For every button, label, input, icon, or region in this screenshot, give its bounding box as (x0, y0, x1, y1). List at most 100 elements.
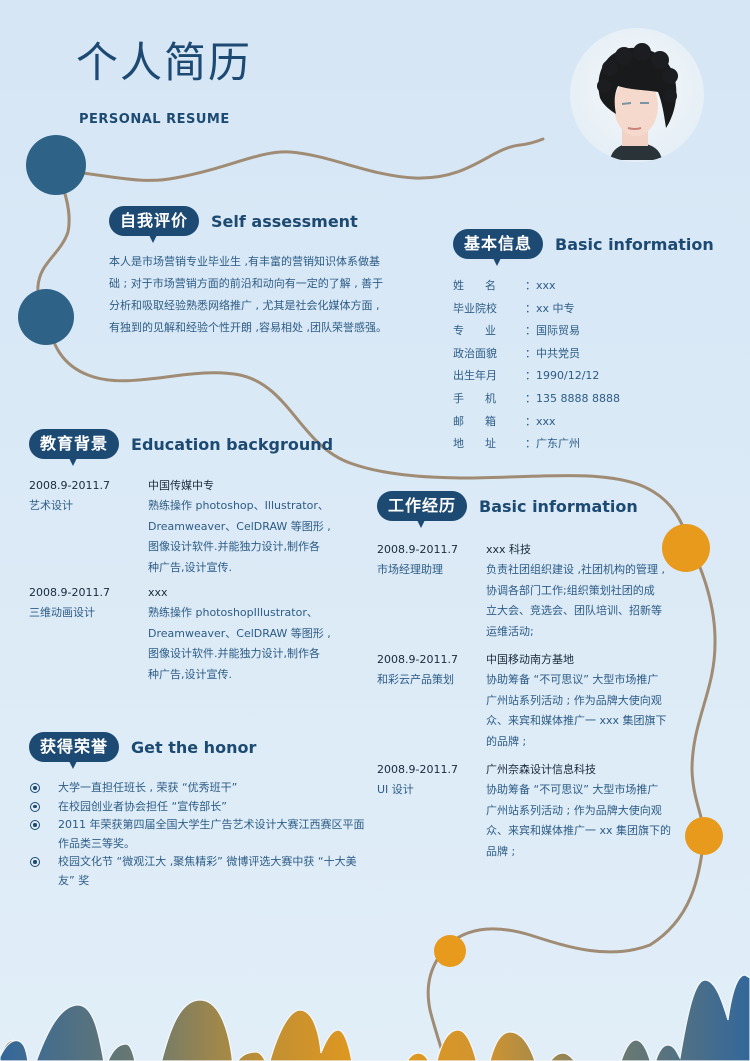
entry-desc: 协助筹备 “不可思议” 大型市场推广 广州站系列活动 ; 作为品牌大使向观 众、… (486, 670, 686, 752)
info-label: 出生年月 (453, 369, 497, 383)
info-value: 1990/12/12 (536, 369, 600, 383)
info-row-phone: 手 机：135 8888 8888 (453, 388, 620, 411)
target-bullet-icon (30, 820, 40, 830)
desc-line: 众、来宾和媒体推广一 xx 集团旗下的 (486, 824, 672, 837)
entry-role: 市场经理助理 (377, 563, 443, 576)
work-entry: 2008.9-2011.7 市场经理助理 xxx 科技 负责社团组织建设 ,社团… (377, 540, 697, 645)
entry-org: 中国传媒中专 (148, 479, 214, 492)
avatar (570, 28, 704, 162)
entry-org: xxx 科技 (486, 543, 532, 556)
desc-line: 广州站系列活动 ; 作为品牌大使向观 (486, 693, 662, 707)
info-row-major: 专 业：国际贸易 (453, 320, 620, 343)
desc-line: 品牌 ; (486, 844, 516, 858)
self-assessment-line: 础 ; 对于市场营销方面的前沿和动向有一定的了解 , 善于 (109, 277, 384, 290)
info-value: 广东广州 (536, 437, 580, 451)
honor-text: 在校园创业者协会担任 “宣传部长” (58, 799, 227, 813)
desc-line: 种广告,设计宣传. (148, 560, 232, 574)
entry-date: 2008.9-2011.7 (29, 586, 110, 599)
entry-desc: 负责社团组织建设 ,社团机构的管理 , 协调各部门工作;组织策划社团的成 立大会… (486, 560, 686, 642)
info-value: 国际贸易 (536, 324, 580, 338)
info-value: xxx (536, 414, 556, 428)
honors-header: 获得荣誉 Get the honor (29, 732, 257, 769)
target-bullet-icon (30, 801, 40, 812)
entry-role: 三维动画设计 (29, 606, 95, 619)
education-entry: 2008.9-2011.7 三维动画设计 xxx 熟练操作 photoshopI… (29, 583, 349, 688)
entry-org: 广州奈森设计信息科技 (486, 763, 596, 776)
work-header: 工作经历 Basic information (377, 491, 638, 528)
page-subtitle: PERSONAL RESUME (79, 112, 230, 127)
honor-item: 2011 年荣获第四届全国大学生广告艺术设计大赛江西赛区平面作品类三等奖。 (28, 816, 368, 853)
info-separator: ： (525, 437, 536, 451)
self-assessment-line: 本人是市场营销专业毕业生 ,有丰富的营销知识体系做基 (109, 255, 380, 268)
info-separator: ： (525, 279, 536, 292)
info-separator: ： (525, 346, 536, 360)
desc-line: 熟练操作 photoshop、Illustrator、 (148, 499, 329, 512)
honor-text: 2011 年荣获第四届全国大学生广告艺术设计大赛江西赛区平面作品类三等奖。 (58, 818, 365, 850)
desc-line: 运维活动; (486, 624, 534, 638)
info-separator: ： (525, 324, 536, 338)
basic-info-header: 基本信息 Basic information (453, 229, 714, 266)
honors-list: 大学一直担任班长 , 荣获 “优秀班干” 在校园创业者协会担任 “宣传部长” 2… (28, 779, 368, 890)
desc-line: 协助筹备 “不可思议” 大型市场推广 (486, 783, 659, 796)
education-header: 教育背景 Education background (29, 429, 334, 466)
desc-line: 种广告,设计宣传. (148, 667, 232, 681)
education-title: Education background (131, 434, 334, 454)
work-badge: 工作经历 (377, 491, 468, 528)
desc-line: 广州站系列活动 ; 作为品牌大使向观 (486, 803, 662, 817)
desc-line: Dreamweaver、CelDRAW 等图形 , (148, 519, 331, 533)
self-assessment-header: 自我评价 Self assessment (109, 206, 358, 243)
entry-org: 中国移动南方基地 (486, 653, 574, 666)
entry-role: UI 设计 (377, 783, 414, 796)
basic-info-title: Basic information (555, 234, 714, 254)
work-title: Basic information (479, 496, 638, 516)
self-assessment-line: 分析和吸取经验熟悉网络推广 , 尤其是社会化媒体方面 , (109, 299, 380, 312)
entry-date: 2008.9-2011.7 (377, 543, 458, 556)
entry-desc: 协助筹备 “不可思议” 大型市场推广 广州站系列活动 ; 作为品牌大使向观 众、… (486, 780, 686, 862)
basic-info-list: 姓 名：xxx 毕业院校：xx 中专 专 业：国际贸易 政治面貌：中共党员 出生… (453, 275, 620, 456)
desc-line: 立大会、竞选会、团队培训、招新等 (486, 604, 662, 617)
desc-line: 的品牌 ; (486, 734, 527, 748)
page-title: 个人简历 (76, 38, 253, 87)
info-label: 邮 箱 (453, 414, 496, 428)
self-assessment-badge: 自我评价 (109, 206, 200, 243)
info-value: xx 中专 (536, 301, 575, 315)
honor-item: 大学一直担任班长 , 荣获 “优秀班干” (28, 779, 368, 798)
info-row-address: 地 址 ：广东广州 (453, 433, 620, 456)
work-entry: 2008.9-2011.7 UI 设计 广州奈森设计信息科技 协助筹备 “不可思… (377, 760, 697, 865)
mountains (0, 974, 750, 1061)
info-separator: ： (525, 301, 536, 315)
info-separator: ： (525, 391, 536, 405)
target-bullet-icon (30, 857, 40, 867)
entry-date: 2008.9-2011.7 (377, 653, 458, 666)
target-bullet-icon (30, 783, 40, 793)
info-label: 政治面貌 (453, 346, 497, 360)
info-row-school: 毕业院校：xx 中专 (453, 298, 620, 321)
entry-date: 2008.9-2011.7 (29, 479, 110, 492)
info-row-political: 政治面貌：中共党员 (453, 343, 620, 366)
entry-desc: 熟练操作 photoshop、Illustrator、 Dreamweaver、… (148, 496, 348, 578)
honor-text: 校园文化节 “微观江大 ,聚焦精彩” 微博评选大赛中获 “十大美友” 奖 (58, 855, 357, 887)
honors-title: Get the honor (131, 737, 257, 757)
entry-desc: 熟练操作 photoshopIllustrator、 Dreamweaver、C… (148, 603, 348, 685)
entry-org: xxx (148, 586, 168, 599)
self-assessment-text: 本人是市场营销专业毕业生 ,有丰富的营销知识体系做基 础 ; 对于市场营销方面的… (109, 251, 399, 339)
desc-line: 负责社团组织建设 ,社团机构的管理 , (486, 563, 665, 576)
honors-badge: 获得荣誉 (29, 732, 120, 769)
self-assessment-line: 有独到的见解和经验个性开朗 ,容易相处 ,团队荣誉感强。 (109, 321, 387, 334)
profile-photo-icon (597, 43, 678, 160)
entry-role: 艺术设计 (29, 499, 73, 512)
desc-line: 图像设计软件.并能独力设计,制作各 (148, 647, 320, 660)
info-value: 135 8888 8888 (536, 391, 620, 405)
honor-item: 校园文化节 “微观江大 ,聚焦精彩” 微博评选大赛中获 “十大美友” 奖 (28, 853, 368, 890)
info-label: 地 址 (453, 437, 496, 451)
info-separator: ： (525, 369, 536, 383)
desc-line: Dreamweaver、CelDRAW 等图形 , (148, 626, 331, 640)
self-assessment-title: Self assessment (211, 211, 358, 231)
info-row-name: 姓 名：xxx (453, 275, 620, 298)
info-row-birth: 出生年月 ：1990/12/12 (453, 365, 620, 388)
desc-line: 协助筹备 “不可思议” 大型市场推广 (486, 673, 659, 686)
timeline-nodes (18, 135, 723, 967)
desc-line: 协调各部门工作;组织策划社团的成 (486, 583, 655, 597)
desc-line: 熟练操作 photoshopIllustrator、 (148, 606, 318, 619)
